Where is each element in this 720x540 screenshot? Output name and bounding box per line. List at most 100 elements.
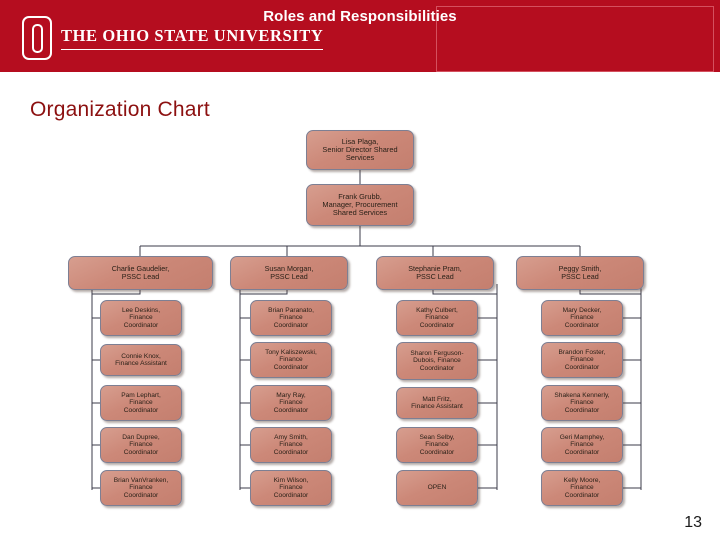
org-node-c1-s1[interactable]: Lee Deskins, Finance Coordinator (100, 300, 182, 336)
org-node-c1-s4-line1: Dan Dupree, (122, 433, 160, 441)
osu-block-o-inner-shape (31, 23, 43, 53)
org-node-manager-line1: Frank Grubb, (338, 191, 382, 201)
org-node-c4-s5[interactable]: Kelly Moore, Finance Coordinator (541, 470, 623, 506)
org-node-c3-s1[interactable]: Kathy Culbert, Finance Coordinator (396, 300, 478, 336)
org-chart-connectors (91, 170, 642, 490)
org-node-c1-s2-line1: Connie Knox, (121, 352, 161, 360)
org-node-c1-s5-line2: Finance (129, 484, 153, 492)
org-node-c4-s2-line1: Brandon Foster, (558, 348, 606, 356)
org-node-c3-s3-line2: Finance Assistant (411, 403, 463, 410)
org-node-c2-s2[interactable]: Tony Kaliszewski, Finance Coordinator (250, 342, 332, 378)
org-node-manager-line3: Shared Services (332, 208, 388, 218)
org-node-c3-s1-line1: Kathy Culbert, (416, 306, 458, 314)
org-node-c1-s3[interactable]: Pam Lephart, Finance Coordinator (100, 385, 182, 421)
org-node-c3-s4-line2: Finance (425, 441, 449, 449)
org-node-c3-s4-line3: Coordinator (419, 448, 455, 456)
org-node-c3-s2-line2: Dubois, Finance (413, 357, 461, 365)
osu-block-o-icon (22, 16, 52, 60)
org-node-c3-s1-line3: Coordinator (419, 321, 455, 329)
org-node-c2-s5-line1: Kim Wilson, (273, 476, 309, 484)
org-node-c1-s4[interactable]: Dan Dupree, Finance Coordinator (100, 427, 182, 463)
org-node-c2-s2-line2: Finance (279, 356, 303, 364)
org-node-c4-s3[interactable]: Shakena Kennerly, Finance Coordinator (541, 385, 623, 421)
org-node-lead-1-line2: PSSC Lead (121, 272, 160, 281)
org-node-c1-s2[interactable]: Connie Knox, Finance Assistant (100, 344, 182, 376)
org-node-c4-s1-line2: Finance (570, 314, 594, 322)
osu-wordmark: THE OHIO STATE UNIVERSITY (61, 26, 324, 50)
org-node-c4-s1-line3: Coordinator (564, 321, 600, 329)
org-node-c2-s3-line2: Finance (279, 399, 303, 407)
org-node-lead-2[interactable]: Susan Morgan, PSSC Lead (230, 256, 348, 290)
org-node-c2-s1[interactable]: Brian Paranato, Finance Coordinator (250, 300, 332, 336)
org-node-c4-s2-line3: Coordinator (564, 363, 600, 371)
org-node-c2-s5-line3: Coordinator (273, 491, 309, 499)
org-node-lead-3-line2: PSSC Lead (416, 272, 454, 281)
org-node-c1-s5-line3: Coordinator (123, 491, 159, 499)
org-node-lead-2-line2: PSSC Lead (270, 272, 308, 281)
org-node-c1-s5-line1: Brian VanVranken, (113, 476, 169, 484)
org-node-lead-1[interactable]: Charlie Gaudelier, PSSC Lead (68, 256, 213, 290)
org-node-c4-s4-line1: Geri Mamphey, (559, 433, 605, 441)
org-node-lead-2-line1: Susan Morgan, (264, 263, 314, 273)
org-node-c4-s3-line2: Finance (570, 399, 594, 407)
page-title: Organization Chart (30, 98, 210, 121)
org-node-c2-s1-line3: Coordinator (273, 321, 309, 329)
org-node-c4-s4[interactable]: Geri Mamphey, Finance Coordinator (541, 427, 623, 463)
org-node-c1-s3-line1: Pam Lephart, (121, 391, 161, 399)
org-node-c2-s5-line2: Finance (279, 484, 303, 492)
org-node-c3-s2-line3: Coordinator (419, 364, 455, 372)
org-node-lead-4-line1: Peggy Smith, (558, 263, 602, 273)
org-node-root-line2: Senior Director Shared (322, 144, 398, 154)
org-node-c2-s3[interactable]: Mary Ray, Finance Coordinator (250, 385, 332, 421)
org-node-c1-s1-line3: Coordinator (123, 321, 159, 329)
org-node-root-line1: Lisa Plaga, (341, 136, 379, 146)
org-node-c1-s4-line2: Finance (129, 441, 153, 449)
org-node-lead-3[interactable]: Stephanie Pram, PSSC Lead (376, 256, 494, 290)
org-node-c2-s2-line3: Coordinator (273, 363, 309, 371)
org-node-c2-s4-line1: Amy Smith, (274, 433, 308, 441)
org-node-c4-s2-line2: Finance (570, 356, 594, 364)
org-node-c2-s1-line2: Finance (279, 314, 303, 322)
org-node-c2-s1-line1: Brian Paranato, (268, 306, 314, 314)
org-node-c3-s3[interactable]: Matt Fritz, Finance Assistant (396, 387, 478, 419)
org-node-c3-s4-line1: Sean Selby, (419, 433, 455, 441)
org-node-c3-s5-line1: OPEN (427, 484, 447, 492)
osu-wordmark-rule (61, 49, 324, 50)
org-node-c3-s2[interactable]: Sharon Ferguson- Dubois, Finance Coordin… (396, 342, 478, 380)
org-node-c4-s3-line1: Shakena Kennerly, (554, 391, 610, 399)
org-node-c1-s5[interactable]: Brian VanVranken, Finance Coordinator (100, 470, 182, 506)
org-node-c2-s2-line1: Tony Kaliszewski, (265, 348, 317, 356)
org-node-c2-s4[interactable]: Amy Smith, Finance Coordinator (250, 427, 332, 463)
org-node-c4-s2[interactable]: Brandon Foster, Finance Coordinator (541, 342, 623, 378)
org-node-c2-s4-line2: Finance (279, 441, 303, 449)
org-node-c1-s1-line2: Finance (129, 314, 153, 322)
osu-logo: THE OHIO STATE UNIVERSITY (22, 16, 324, 60)
org-node-root[interactable]: Lisa Plaga, Senior Director Shared Servi… (306, 130, 414, 170)
header-title-box (436, 6, 714, 72)
org-node-c3-s4[interactable]: Sean Selby, Finance Coordinator (396, 427, 478, 463)
org-node-c3-s5[interactable]: OPEN (396, 470, 478, 506)
org-node-c3-s1-line2: Finance (425, 314, 449, 322)
org-node-lead-3-line1: Stephanie Pram, (408, 263, 462, 273)
org-node-c3-s2-line1: Sharon Ferguson- (410, 349, 464, 357)
org-node-manager[interactable]: Frank Grubb, Manager, Procurement Shared… (306, 184, 414, 226)
org-node-c1-s3-line2: Finance (129, 399, 153, 407)
header-title: Roles and Responsibilities (263, 8, 457, 25)
org-node-manager-line2: Manager, Procurement (322, 199, 398, 209)
org-node-lead-4-line2: PSSC Lead (561, 272, 599, 281)
organization-chart: Lisa Plaga, Senior Director Shared Servi… (0, 122, 720, 507)
org-node-lead-1-line1: Charlie Gaudelier, (111, 263, 170, 273)
org-node-c4-s3-line3: Coordinator (564, 406, 600, 414)
org-node-c4-s1-line1: Mary Decker, (562, 306, 602, 314)
org-node-c4-s4-line3: Coordinator (564, 448, 600, 456)
org-node-c3-s3-line1: Matt Fritz, (422, 395, 452, 403)
org-node-c1-s3-line3: Coordinator (123, 406, 159, 414)
slide-header-bar: THE OHIO STATE UNIVERSITY Roles and Resp… (0, 0, 720, 72)
org-node-c1-s1-line1: Lee Deskins, (121, 306, 161, 314)
org-node-c2-s5[interactable]: Kim Wilson, Finance Coordinator (250, 470, 332, 506)
page-number: 13 (684, 514, 702, 531)
org-node-root-line3: Services (345, 153, 375, 163)
org-node-lead-4[interactable]: Peggy Smith, PSSC Lead (516, 256, 644, 290)
org-node-c2-s4-line3: Coordinator (273, 448, 309, 456)
org-node-c4-s1[interactable]: Mary Decker, Finance Coordinator (541, 300, 623, 336)
